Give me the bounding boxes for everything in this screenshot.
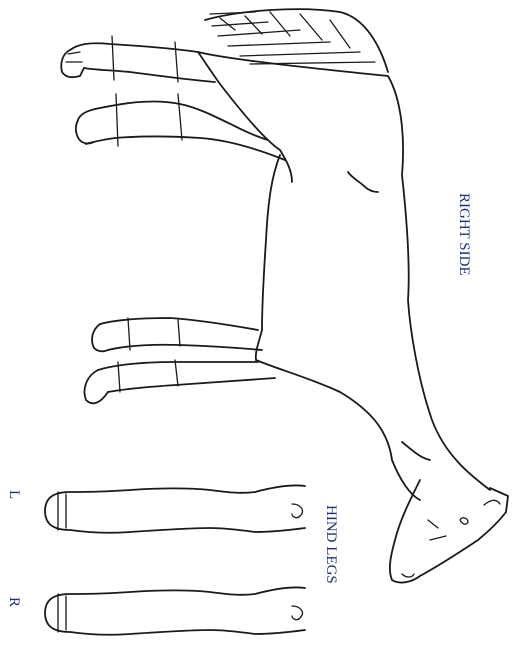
horse-head — [390, 480, 508, 583]
right-side-label: RIGHT SIDE — [455, 193, 472, 276]
hind-leg-detail-right — [45, 587, 305, 634]
horse-tail — [205, 9, 388, 72]
right-leg-label: R — [5, 597, 22, 607]
hind-leg-lower — [76, 94, 285, 160]
fore-leg-lower — [85, 360, 276, 403]
horse-body — [198, 52, 490, 500]
hind-leg-detail-left — [45, 485, 305, 532]
left-leg-label: L — [5, 490, 22, 499]
fore-leg-upper — [92, 318, 262, 351]
hind-leg-upper — [61, 36, 215, 82]
hind-legs-label: HIND LEGS — [322, 505, 339, 584]
